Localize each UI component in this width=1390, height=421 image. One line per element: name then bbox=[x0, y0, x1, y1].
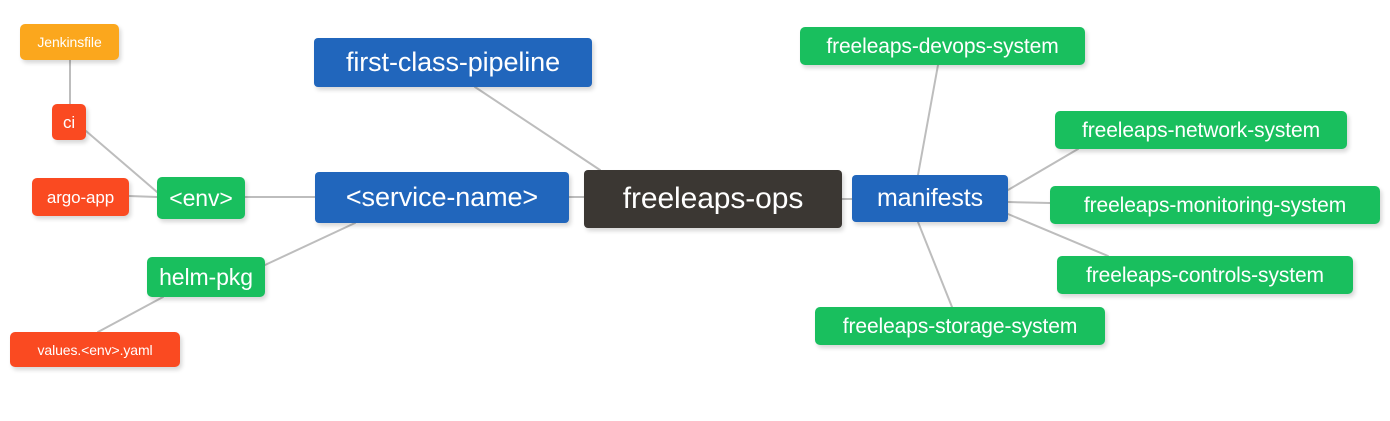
edge-manifests-to-storage bbox=[917, 221, 953, 308]
mindmap-node-first-class[interactable]: first-class-pipeline bbox=[314, 38, 592, 87]
mindmap-node-network[interactable]: freeleaps-network-system bbox=[1055, 111, 1347, 149]
node-label: <service-name> bbox=[345, 182, 539, 212]
mindmap-node-values-yaml[interactable]: values.<env>.yaml bbox=[10, 332, 180, 367]
mindmap-node-helm-pkg[interactable]: helm-pkg bbox=[147, 257, 265, 297]
mindmap-node-root[interactable]: freeleaps-ops bbox=[584, 170, 842, 228]
mindmap-node-argo-app[interactable]: argo-app bbox=[32, 178, 129, 216]
node-label: argo-app bbox=[46, 187, 115, 207]
mindmap-node-devops[interactable]: freeleaps-devops-system bbox=[800, 27, 1085, 65]
mindmap-node-ci[interactable]: ci bbox=[52, 104, 86, 140]
mindmap-node-monitoring[interactable]: freeleaps-monitoring-system bbox=[1050, 186, 1380, 224]
node-label: manifests bbox=[876, 184, 984, 212]
node-label: helm-pkg bbox=[159, 263, 253, 290]
mindmap-node-controls[interactable]: freeleaps-controls-system bbox=[1057, 256, 1353, 294]
node-label: ci bbox=[62, 112, 76, 132]
node-label: Jenkinsfile bbox=[37, 34, 102, 50]
edge-first-class-to-root bbox=[474, 86, 601, 171]
node-label: <env> bbox=[169, 184, 233, 211]
edge-service-name-to-helm-pkg bbox=[264, 222, 356, 266]
mindmap-node-service-name[interactable]: <service-name> bbox=[315, 172, 569, 223]
node-label: values.<env>.yaml bbox=[37, 341, 153, 358]
node-label: freeleaps-network-system bbox=[1081, 118, 1320, 142]
mindmap-node-jenkinsfile[interactable]: Jenkinsfile bbox=[20, 24, 119, 60]
mindmap-node-storage[interactable]: freeleaps-storage-system bbox=[815, 307, 1105, 345]
edge-manifests-to-monitoring bbox=[1007, 201, 1051, 204]
mindmap-node-manifests[interactable]: manifests bbox=[852, 175, 1008, 222]
node-label: freeleaps-devops-system bbox=[826, 34, 1059, 58]
node-label: freeleaps-storage-system bbox=[842, 314, 1078, 338]
node-label: freeleaps-controls-system bbox=[1086, 263, 1324, 287]
mindmap-node-env[interactable]: <env> bbox=[157, 177, 245, 219]
node-label: freeleaps-ops bbox=[622, 182, 804, 215]
node-label: freeleaps-monitoring-system bbox=[1083, 193, 1347, 217]
edge-helm-pkg-to-values-yaml bbox=[97, 296, 164, 333]
edge-argo-app-to-env bbox=[128, 195, 158, 198]
edge-manifests-to-network bbox=[1007, 148, 1079, 191]
node-label: first-class-pipeline bbox=[345, 47, 561, 77]
edge-manifests-to-devops bbox=[917, 64, 939, 176]
